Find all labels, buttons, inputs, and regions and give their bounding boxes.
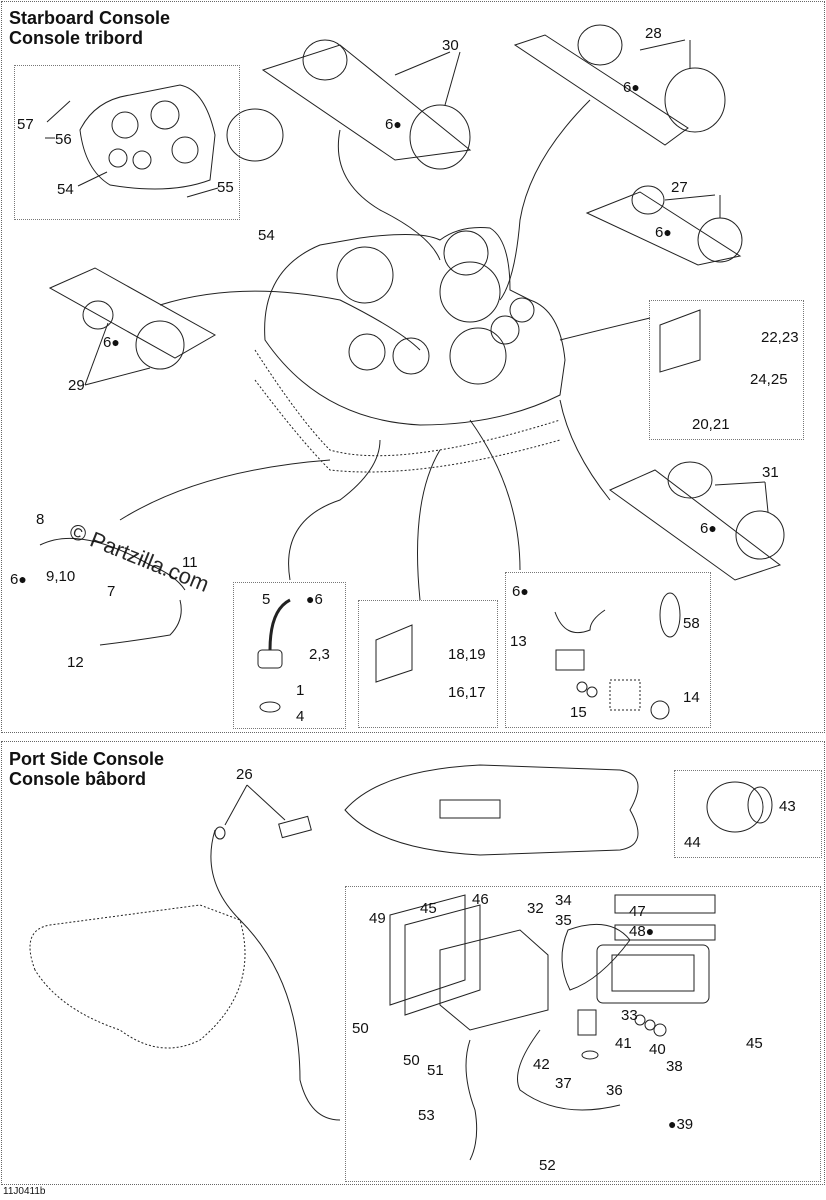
callout-42: 42 bbox=[533, 1056, 550, 1073]
callout-6-gauge30: 6● bbox=[385, 116, 402, 133]
starboard-console bbox=[264, 227, 566, 426]
callout-36: 36 bbox=[606, 1082, 623, 1099]
callout-53: 53 bbox=[418, 1107, 435, 1124]
callout-7: 7 bbox=[107, 583, 116, 600]
callout-20-21: 20,21 bbox=[692, 416, 730, 433]
callout-49: 49 bbox=[369, 910, 386, 927]
sealant-drop-icon: ● bbox=[18, 571, 27, 587]
callout-6-lanyard: 6● bbox=[10, 571, 27, 588]
speaker-box bbox=[674, 770, 822, 858]
starboard-console-panel bbox=[1, 1, 825, 733]
sealant-drop-icon: ● bbox=[668, 1116, 677, 1132]
sealant-drop-icon: ● bbox=[306, 591, 315, 607]
callout-35: 35 bbox=[555, 912, 572, 929]
callout-24-25: 24,25 bbox=[750, 371, 788, 388]
boat-top-view bbox=[344, 764, 639, 856]
callout-2-3: 2,3 bbox=[309, 646, 330, 663]
callout-14: 14 bbox=[683, 689, 700, 706]
callout-6-gauge27: 6● bbox=[655, 224, 672, 241]
callout-8: 8 bbox=[36, 511, 45, 528]
callout-45-stereo: 45 bbox=[746, 1035, 763, 1052]
callout-55: 55 bbox=[217, 179, 234, 196]
port-console-panel bbox=[1, 741, 825, 1185]
switch-panel-box bbox=[649, 300, 804, 440]
callout-52: 52 bbox=[539, 1157, 556, 1174]
callout-29: 29 bbox=[68, 377, 85, 394]
callout-45-frame: 45 bbox=[420, 900, 437, 917]
callout-6-horn: 6● bbox=[512, 583, 529, 600]
port-title-fr: Console bâbord bbox=[9, 769, 147, 789]
console-thumbnail bbox=[79, 84, 216, 190]
callout-27: 27 bbox=[671, 179, 688, 196]
callout-37: 37 bbox=[555, 1075, 572, 1092]
callout-56: 56 bbox=[55, 131, 72, 148]
callout-41: 41 bbox=[615, 1035, 632, 1052]
callout-32: 32 bbox=[527, 900, 544, 917]
callout-12: 12 bbox=[67, 654, 84, 671]
callout-11: 11 bbox=[182, 554, 198, 571]
callout-38: 38 bbox=[666, 1058, 683, 1075]
callout-1: 1 bbox=[296, 682, 305, 699]
console-inset-box bbox=[14, 65, 240, 220]
diagram-code: 11J0411b bbox=[3, 1186, 46, 1197]
sealant-drop-icon: ● bbox=[111, 334, 120, 350]
port-title-en: Port Side Console bbox=[9, 749, 165, 769]
callout-16-17: 16,17 bbox=[448, 684, 486, 701]
callout-54: 54 bbox=[57, 181, 74, 198]
fuel-sender-box bbox=[233, 582, 346, 729]
callout-39: ●39 bbox=[668, 1116, 694, 1133]
callout-30: 30 bbox=[442, 37, 459, 54]
starboard-title-en: Starboard Console bbox=[9, 8, 171, 28]
callout-6-fuel: ●6 bbox=[306, 591, 323, 608]
sealant-drop-icon: ● bbox=[645, 923, 655, 939]
starboard-title-fr: Console tribord bbox=[9, 28, 143, 48]
callout-50-upper: 50 bbox=[352, 1020, 369, 1037]
callout-58: 58 bbox=[683, 615, 700, 632]
callout-26: 26 bbox=[236, 766, 253, 783]
sealant-drop-icon: ● bbox=[520, 583, 529, 599]
callout-51: 51 bbox=[427, 1062, 444, 1079]
callout-31: 31 bbox=[762, 464, 779, 481]
callout-33: 33 bbox=[621, 1007, 638, 1024]
callout-15: 15 bbox=[570, 704, 587, 721]
sealant-drop-icon: ● bbox=[631, 79, 640, 95]
callout-28: 28 bbox=[645, 25, 662, 42]
stereo-box bbox=[345, 886, 821, 1182]
callout-13: 13 bbox=[510, 633, 527, 650]
sealant-drop-icon: ● bbox=[393, 116, 402, 132]
sealant-drop-icon: ● bbox=[663, 224, 672, 240]
callout-5: 5 bbox=[262, 591, 271, 608]
blower-switch-box bbox=[358, 600, 498, 728]
callout-46: 46 bbox=[472, 891, 489, 908]
horn-switch-box bbox=[505, 572, 711, 728]
callout-6-gauge29: 6● bbox=[103, 334, 120, 351]
callout-4: 4 bbox=[296, 708, 305, 725]
callout-6-gauge28: 6● bbox=[623, 79, 640, 96]
sealant-drop-icon: ● bbox=[708, 520, 717, 536]
callout-34: 34 bbox=[555, 892, 572, 909]
callout-57: 57 bbox=[17, 116, 34, 133]
callout-48: 48● bbox=[629, 923, 655, 940]
callout-50-lower: 50 bbox=[403, 1052, 420, 1069]
callout-22-23: 22,23 bbox=[761, 329, 799, 346]
callout-54-main: 54 bbox=[258, 227, 275, 244]
callout-9-10: 9,10 bbox=[46, 568, 76, 585]
callout-6-gauge31: 6● bbox=[700, 520, 717, 537]
callout-40: 40 bbox=[649, 1041, 666, 1058]
callout-43: 43 bbox=[779, 798, 796, 815]
gauge-30 bbox=[226, 108, 284, 162]
callout-44: 44 bbox=[684, 834, 701, 851]
callout-18-19: 18,19 bbox=[448, 646, 486, 663]
callout-47: 47 bbox=[629, 903, 646, 920]
